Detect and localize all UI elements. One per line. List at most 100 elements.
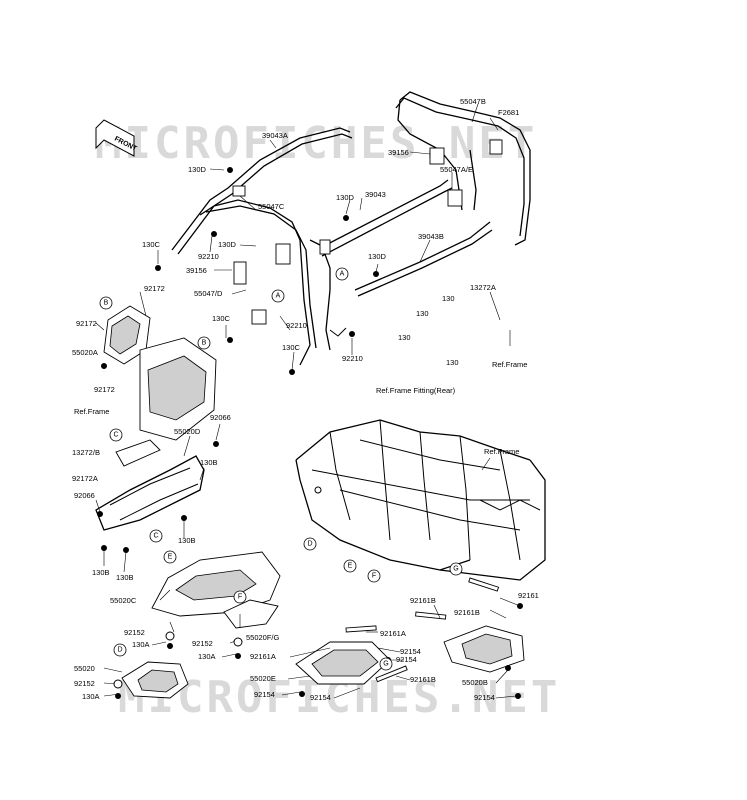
label-f2681: F2681: [498, 108, 519, 117]
label-92154-d: 92154: [310, 693, 331, 702]
label-39043: 39043: [365, 190, 386, 199]
ref-g-low: G: [379, 657, 393, 671]
label-55020: 55020: [74, 664, 95, 673]
part-labels: 55047B F2681 39043A 39156 55047A/E 130D …: [72, 97, 539, 702]
ref-c-low: C: [149, 529, 163, 543]
label-39043b: 39043B: [418, 232, 444, 241]
label-55020d: 55020D: [174, 427, 201, 436]
svg-text:G: G: [453, 566, 458, 573]
svg-text:C: C: [113, 432, 118, 439]
label-55020c: 55020C: [110, 596, 137, 605]
label-130d-d: 130D: [368, 252, 387, 261]
left-side-panels: [95, 305, 217, 531]
svg-text:F: F: [372, 573, 376, 580]
label-55020b: 55020B: [462, 678, 488, 687]
label-130c-b: 130C: [212, 314, 231, 323]
label-92161a-b: 92161A: [250, 652, 276, 661]
label-130b-a: 130B: [200, 458, 218, 467]
ref-b-top: B: [99, 296, 113, 310]
label-13272b: 13272/B: [72, 448, 100, 457]
svg-text:A: A: [340, 271, 345, 278]
label-39156-mid: 39156: [186, 266, 207, 275]
label-130a-c: 130A: [82, 692, 100, 701]
svg-text:B: B: [104, 300, 109, 307]
skid-plates: [121, 551, 525, 699]
ref-d-frame: D: [303, 537, 317, 551]
label-130a-a: 130A: [132, 640, 150, 649]
ref-circles: A A B B C C D D E E F F G G: [99, 267, 463, 671]
ref-f-low: F: [233, 590, 247, 604]
ref-b-mid: B: [197, 336, 211, 350]
label-ref-frame-right: Ref.Frame: [492, 360, 527, 369]
label-92154-e: 92154: [474, 693, 495, 702]
ref-c-left: C: [109, 428, 123, 442]
label-92161b-b: 92161B: [454, 608, 480, 617]
label-92152-a: 92152: [124, 628, 145, 637]
label-92066-a: 92066: [210, 413, 231, 422]
svg-text:A: A: [276, 293, 281, 300]
ref-d-low: D: [113, 643, 127, 657]
label-39043a: 39043A: [262, 131, 288, 140]
watermark-top: MICROFICHES.NET: [95, 118, 537, 169]
label-92172-b: 92172: [76, 319, 97, 328]
label-92152-c: 92152: [74, 679, 95, 688]
label-130a-b: 130A: [198, 652, 216, 661]
label-130-d: 130: [446, 358, 459, 367]
main-frame: [295, 419, 546, 581]
label-92154-b: 92154: [396, 655, 417, 664]
label-ref-frame-center: Ref.Frame: [484, 447, 519, 456]
ref-e-low: E: [163, 550, 177, 564]
label-92161a-a: 92161A: [380, 629, 406, 638]
label-92066-b: 92066: [74, 491, 95, 500]
label-130d-c: 130D: [218, 240, 237, 249]
ref-a-mid: A: [271, 289, 285, 303]
label-13272a: 13272A: [470, 283, 496, 292]
label-130c-a: 130C: [142, 240, 161, 249]
label-92210-a: 92210: [198, 252, 219, 261]
label-130b-d: 130B: [116, 573, 134, 582]
label-130c-c: 130C: [282, 343, 301, 352]
label-ref-frame-fitting: Ref.Frame Fitting(Rear): [376, 386, 456, 395]
label-130d-a: 130D: [188, 165, 207, 174]
label-130b-c: 130B: [92, 568, 110, 577]
svg-text:D: D: [307, 541, 312, 548]
label-92161b-c: 92161B: [410, 675, 436, 684]
label-130d-b: 130D: [336, 193, 355, 202]
label-92161b-a: 92161B: [410, 596, 436, 605]
label-55047d: 55047/D: [194, 289, 223, 298]
ref-a-top: A: [335, 267, 349, 281]
roll-cage-assembly: [171, 91, 531, 366]
svg-text:F: F: [238, 594, 242, 601]
label-130b-b: 130B: [178, 536, 196, 545]
label-92154-c: 92154: [254, 690, 275, 699]
label-55020a: 55020A: [72, 348, 98, 357]
svg-text:C: C: [153, 533, 158, 540]
label-39156-top: 39156: [388, 148, 409, 157]
svg-text:G: G: [383, 661, 388, 668]
label-92210-b: 92210: [286, 321, 307, 330]
svg-text:E: E: [348, 563, 353, 570]
svg-text:D: D: [117, 647, 122, 654]
label-92172-c: 92172: [94, 385, 115, 394]
label-130-b: 130: [442, 294, 455, 303]
ref-g-frame: G: [449, 562, 463, 576]
label-92172-a: 92172: [144, 284, 165, 293]
label-92210-c: 92210: [342, 354, 363, 363]
label-55047ae: 55047A/E: [440, 165, 473, 174]
label-92172a: 92172A: [72, 474, 98, 483]
label-ref-frame-left: Ref.Frame: [74, 407, 109, 416]
label-92152-b: 92152: [192, 639, 213, 648]
svg-text:B: B: [202, 340, 207, 347]
label-55047c: 55047C: [258, 202, 285, 211]
label-130-a: 130: [416, 309, 429, 318]
label-55047b: 55047B: [460, 97, 486, 106]
label-92154-a: 92154: [400, 647, 421, 656]
ref-e-frame: E: [343, 559, 357, 573]
svg-text:E: E: [168, 554, 173, 561]
front-arrow-icon: FRONT: [95, 119, 138, 157]
label-92161-a: 92161: [518, 591, 539, 600]
ref-f-frame: F: [367, 569, 381, 583]
label-55020e: 55020E: [250, 674, 276, 683]
label-55020fg: 55020F/G: [246, 633, 280, 642]
